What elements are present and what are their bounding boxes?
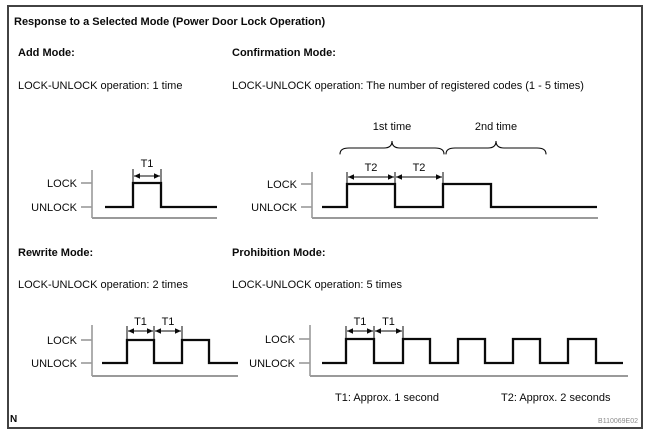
dimension-arrow-left-icon [347, 328, 353, 334]
add-mode-heading: Add Mode: [18, 47, 75, 59]
dimension-arrow-right-icon [388, 174, 394, 180]
confirmation-mode-heading: Confirmation Mode: [232, 47, 336, 59]
lock-level-label: LOCK [265, 334, 296, 346]
dimension-arrow-right-icon [436, 174, 442, 180]
rewrite-mode-description: LOCK-UNLOCK operation: 2 times [18, 279, 188, 291]
figure-code: B110069E02 [598, 418, 638, 425]
dimension-arrow-right-icon [175, 328, 181, 334]
cycle-brace-icon [445, 140, 547, 155]
dimension-arrow-left-icon [396, 174, 402, 180]
confirmation-mode-waveform: LOCK UNLOCK T2 T2 1st time 2nd time [251, 121, 598, 219]
dimension-arrow-left-icon [128, 328, 134, 334]
cycle-brace-icon [339, 140, 445, 155]
add-mode-waveform: LOCK UNLOCK T1 [31, 158, 217, 219]
lock-level-label: LOCK [47, 335, 78, 347]
cycle-label: 1st time [373, 121, 412, 133]
signal-trace [105, 181, 217, 209]
cycle-label: 2nd time [475, 121, 517, 133]
prohibition-mode-waveform: LOCK UNLOCK T1 T1 [249, 316, 628, 377]
duration-label: T2 [413, 162, 426, 174]
diagram-title: Response to a Selected Mode (Power Door … [14, 16, 326, 28]
add-mode-description: LOCK-UNLOCK operation: 1 time [18, 80, 183, 92]
dimension-arrow-right-icon [367, 328, 373, 334]
dimension-arrow-left-icon [348, 174, 354, 180]
dimension-arrow-left-icon [155, 328, 161, 334]
dimension-arrow-right-icon [154, 173, 160, 179]
region-label: N [10, 414, 18, 425]
signal-trace [322, 182, 597, 209]
dimension-arrow-right-icon [396, 328, 402, 334]
unlock-level-label: UNLOCK [251, 202, 298, 214]
duration-label: T2 [365, 162, 378, 174]
dimension-arrow-right-icon [147, 328, 153, 334]
duration-label: T1 [141, 158, 154, 170]
rewrite-mode-waveform: LOCK UNLOCK T1 T1 [31, 316, 238, 377]
duration-label: T1 [382, 316, 395, 328]
duration-label: T1 [134, 316, 147, 328]
prohibition-mode-heading: Prohibition Mode: [232, 247, 326, 259]
signal-trace [322, 337, 623, 365]
dimension-arrow-left-icon [375, 328, 381, 334]
unlock-level-label: UNLOCK [31, 358, 78, 370]
lock-level-label: LOCK [47, 178, 78, 190]
footnote-t2: T2: Approx. 2 seconds [501, 392, 611, 404]
dimension-arrow-left-icon [134, 173, 140, 179]
duration-label: T1 [354, 316, 367, 328]
lock-level-label: LOCK [267, 179, 298, 191]
unlock-level-label: UNLOCK [249, 358, 296, 370]
confirmation-mode-description: LOCK-UNLOCK operation: The number of reg… [232, 80, 584, 92]
rewrite-mode-heading: Rewrite Mode: [18, 247, 94, 259]
signal-trace [102, 338, 238, 365]
duration-label: T1 [162, 316, 175, 328]
prohibition-mode-description: LOCK-UNLOCK operation: 5 times [232, 279, 402, 291]
unlock-level-label: UNLOCK [31, 202, 78, 214]
footnote-t1: T1: Approx. 1 second [335, 392, 439, 404]
